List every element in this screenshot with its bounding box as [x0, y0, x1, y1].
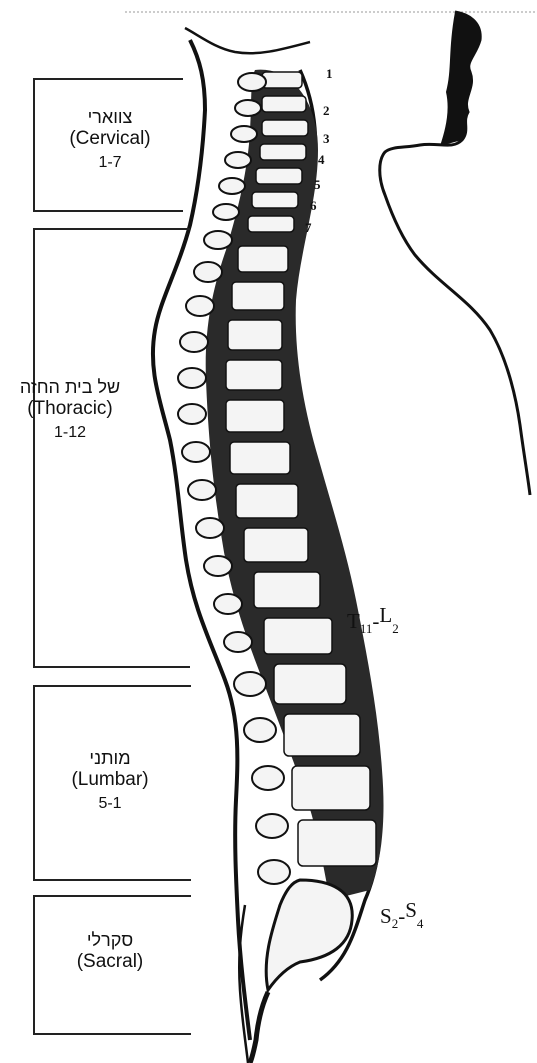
- thoracic-hebrew: של בית החזה: [0, 377, 140, 398]
- cervical-label: צווארי (Cervical) 1-7: [40, 107, 180, 173]
- t11-subscript: 11: [360, 621, 373, 636]
- sacral-english: (Sacral): [40, 951, 180, 973]
- cervical-hebrew: צווארי: [40, 107, 180, 128]
- l2-letter: L: [379, 603, 392, 627]
- thoracic-label: של בית החזה (Thoracic) 1-12: [0, 377, 140, 443]
- cervical-number-1: 1: [326, 66, 333, 82]
- sacrum: [266, 880, 352, 990]
- s2-s4-marker: S2-S4: [380, 898, 423, 932]
- sacral-label: סקרלי (Sacral): [40, 930, 180, 974]
- sacral-hebrew: סקרלי: [40, 930, 180, 951]
- cervical-number-7: 7: [305, 220, 312, 236]
- face-shadow: [440, 12, 480, 146]
- t11-l2-marker: T11-L2: [347, 603, 399, 637]
- cervical-range: 1-7: [40, 154, 180, 173]
- thoracic-english: (Thoracic): [0, 398, 140, 420]
- t11-letter: T: [347, 609, 360, 633]
- thoracic-range: 1-12: [0, 424, 140, 443]
- cervical-number-3: 3: [323, 131, 330, 147]
- thoracic-bracket: [33, 228, 190, 668]
- s4-letter: S: [405, 898, 417, 922]
- l2-subscript: 2: [392, 621, 399, 636]
- cervical-number-6: 6: [310, 198, 317, 214]
- lumbar-label: מותני (Lumbar) 5-1: [40, 748, 180, 814]
- lumbar-english: (Lumbar): [40, 769, 180, 791]
- lumbar-range: 5-1: [40, 795, 180, 814]
- s2-letter: S: [380, 904, 392, 928]
- neck-top-line: [185, 28, 310, 53]
- lumbar-hebrew: מותני: [40, 748, 180, 769]
- s4-subscript: 4: [417, 916, 424, 931]
- cervical-number-4: 4: [318, 152, 325, 168]
- cervical-english: (Cervical): [40, 128, 180, 150]
- cervical-number-2: 2: [323, 103, 330, 119]
- coccyx: [250, 992, 268, 1063]
- cervical-number-5: 5: [314, 177, 321, 193]
